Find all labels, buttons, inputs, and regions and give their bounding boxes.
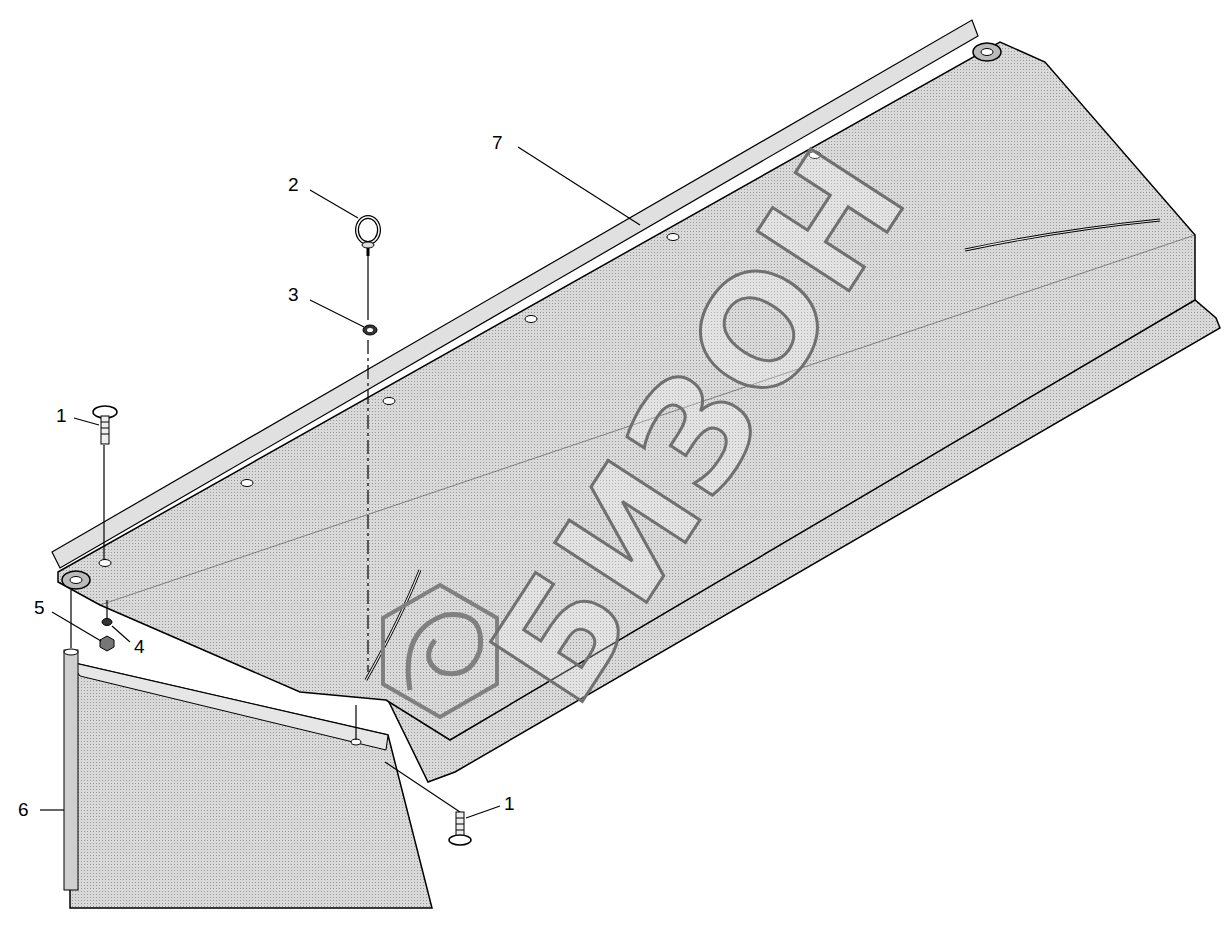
- trough-plate: [58, 42, 1195, 740]
- callout-number: 3: [288, 285, 299, 304]
- slot: [366, 570, 420, 680]
- callout-number: 7: [492, 133, 503, 152]
- washer-hole: [367, 328, 373, 332]
- callout-number: 5: [34, 598, 45, 617]
- slot-inner: [965, 220, 1160, 250]
- logo-swirl: [408, 614, 480, 690]
- nut: [100, 636, 114, 651]
- assembly-axes: [71, 255, 460, 812]
- carriage-bolt: [93, 406, 117, 444]
- callout-number: 6: [18, 800, 29, 819]
- callout-number: 4: [134, 637, 145, 656]
- washer: [363, 325, 377, 335]
- slot: [965, 220, 1160, 250]
- slot-inner: [366, 570, 420, 680]
- callout-number: 2: [288, 175, 299, 194]
- leader-lines: [40, 147, 640, 818]
- eye-bolt: [357, 217, 379, 256]
- hinge-tube: [64, 650, 78, 890]
- washer: [102, 619, 112, 626]
- tube-end: [64, 649, 78, 655]
- callout-number: 1: [504, 794, 515, 813]
- washers: [62, 43, 1001, 589]
- callout-number: 1: [56, 406, 67, 425]
